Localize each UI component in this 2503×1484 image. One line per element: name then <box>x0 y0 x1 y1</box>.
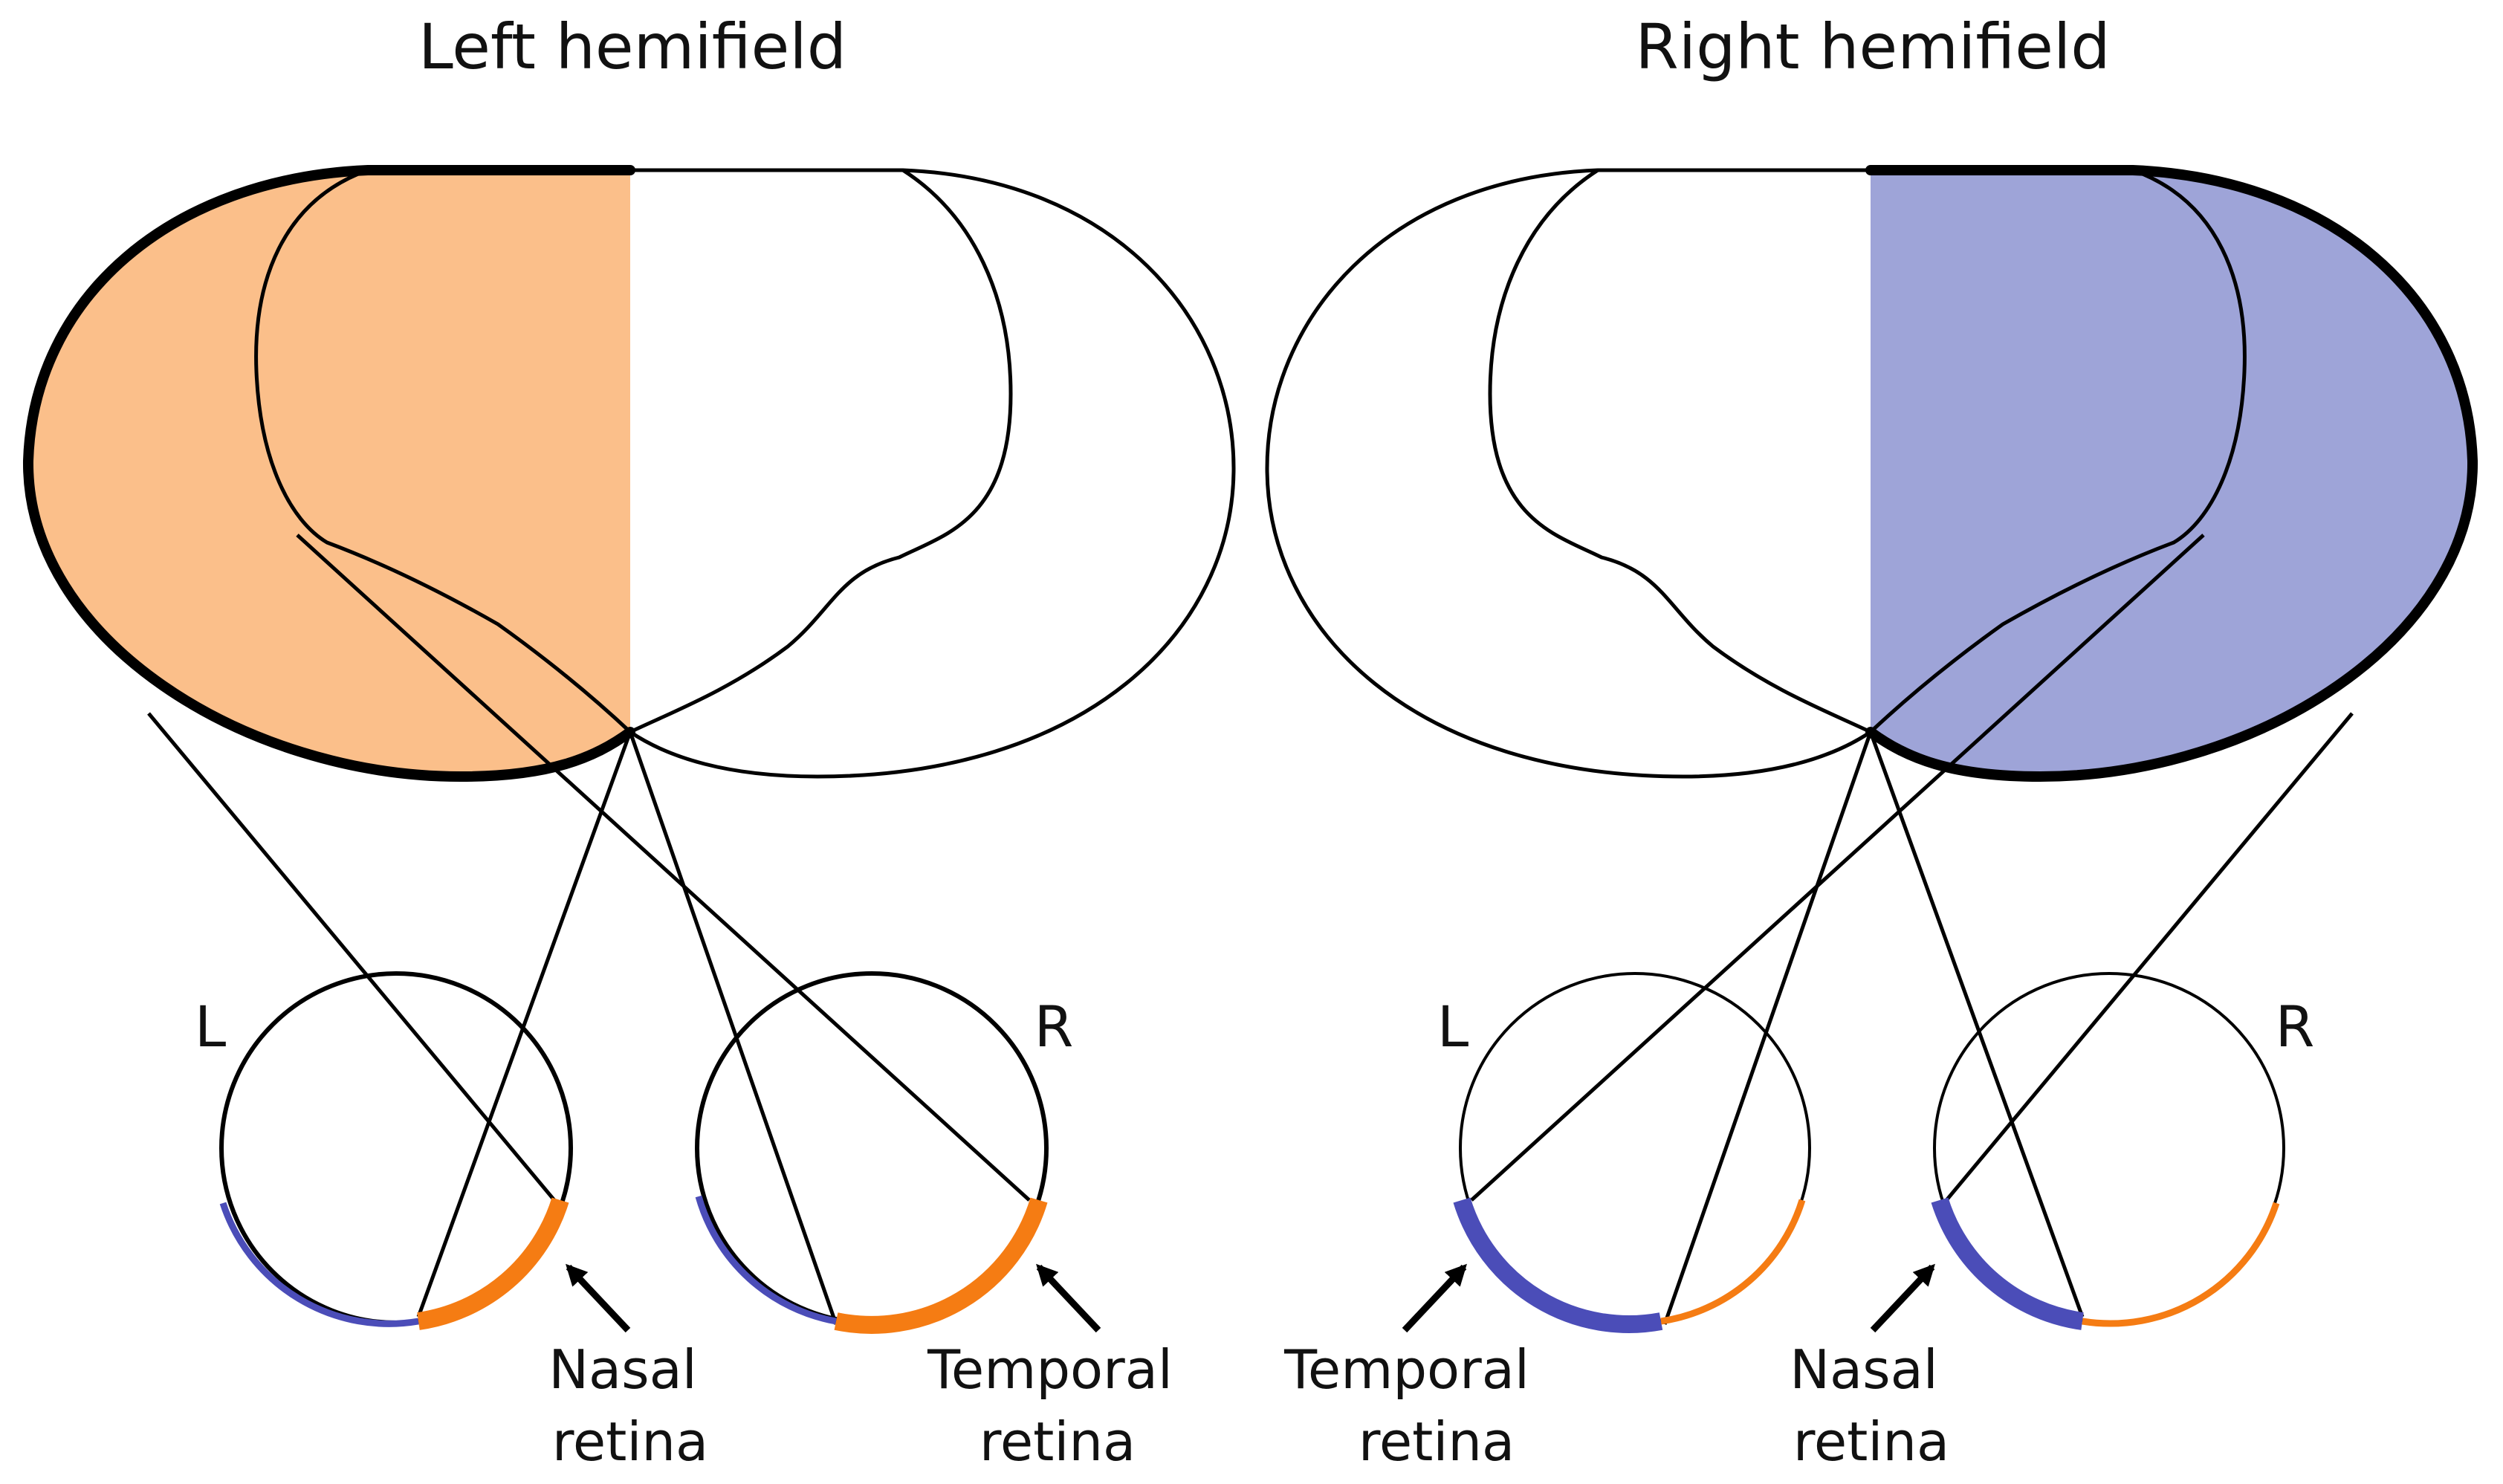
right-panel-left-eye-temporal-retina <box>1453 1197 1663 1333</box>
right-binocular-field-outline <box>1265 168 2133 779</box>
left-panel-left-eye-letter: L <box>195 994 226 1060</box>
right-panel-right-eye-nasal-retina <box>1931 1197 2084 1330</box>
right-panel-left-eye-nasal-retina <box>1660 1199 1806 1325</box>
right-hemifield-panel: Right hemifield L R <box>1265 10 2478 1473</box>
right-hemifield-thick-border <box>1865 165 2478 782</box>
right-panel-left-eye-letter: L <box>1437 994 1469 1060</box>
right-panel-right-eye-field-outline <box>1869 168 2247 733</box>
left-hemifield-thick-border <box>22 165 635 782</box>
right-panel-left-eye-field-outline <box>1488 168 1872 734</box>
left-panel-temporal-arrow <box>1036 1263 1101 1333</box>
right-panel-right-eye-temporal-retina <box>2082 1202 2280 1327</box>
right-panel-right-eye: R <box>1931 972 2315 1330</box>
left-eye-field-outline <box>254 168 632 733</box>
left-panel-right-eye-temporal-retina <box>834 1197 1048 1334</box>
left-hemifield-shaded-region <box>27 170 631 777</box>
right-eye-field-outline <box>629 168 1013 734</box>
left-panel-temporal-label-line2: retina <box>979 1410 1136 1473</box>
left-panel-nasal-label-line2: retina <box>552 1410 708 1473</box>
left-panel-left-eye: L <box>195 971 573 1330</box>
left-panel-right-eye-nasal-retina <box>695 1195 837 1325</box>
left-panel-left-eye-nasal-retina <box>417 1197 569 1330</box>
right-panel-right-eye-letter: R <box>2276 994 2315 1060</box>
right-panel-nasal-label-line1: Nasal <box>1790 1338 1938 1401</box>
right-panel-temporal-label-line1: Temporal <box>1283 1338 1529 1401</box>
left-panel-right-eye-letter: R <box>1034 994 1074 1060</box>
right-panel-left-eye: L <box>1437 972 1811 1333</box>
right-hemifield-shaded-region <box>1871 170 2473 777</box>
left-hemifield-panel: Left hemifield L R <box>22 10 1236 1473</box>
left-panel-nasal-label-line1: Nasal <box>548 1338 697 1401</box>
right-panel-nasal-label-line2: retina <box>1793 1410 1949 1473</box>
right-panel-temporal-arrow <box>1402 1263 1467 1333</box>
right-panel-nasal-arrow <box>1870 1263 1935 1333</box>
left-panel-right-eye: R <box>695 971 1074 1334</box>
right-panel-temporal-label-line2: retina <box>1359 1410 1515 1473</box>
left-hemifield-title: Left hemifield <box>418 10 846 83</box>
left-panel-left-eye-temporal-retina <box>219 1202 419 1327</box>
left-panel-temporal-label-line1: Temporal <box>927 1338 1173 1401</box>
left-binocular-field-outline <box>368 168 1236 779</box>
left-projection-lines <box>147 534 1031 1325</box>
right-projection-lines <box>1470 534 2354 1325</box>
right-hemifield-title: Right hemifield <box>1635 10 2110 83</box>
left-panel-nasal-arrow <box>566 1263 631 1333</box>
